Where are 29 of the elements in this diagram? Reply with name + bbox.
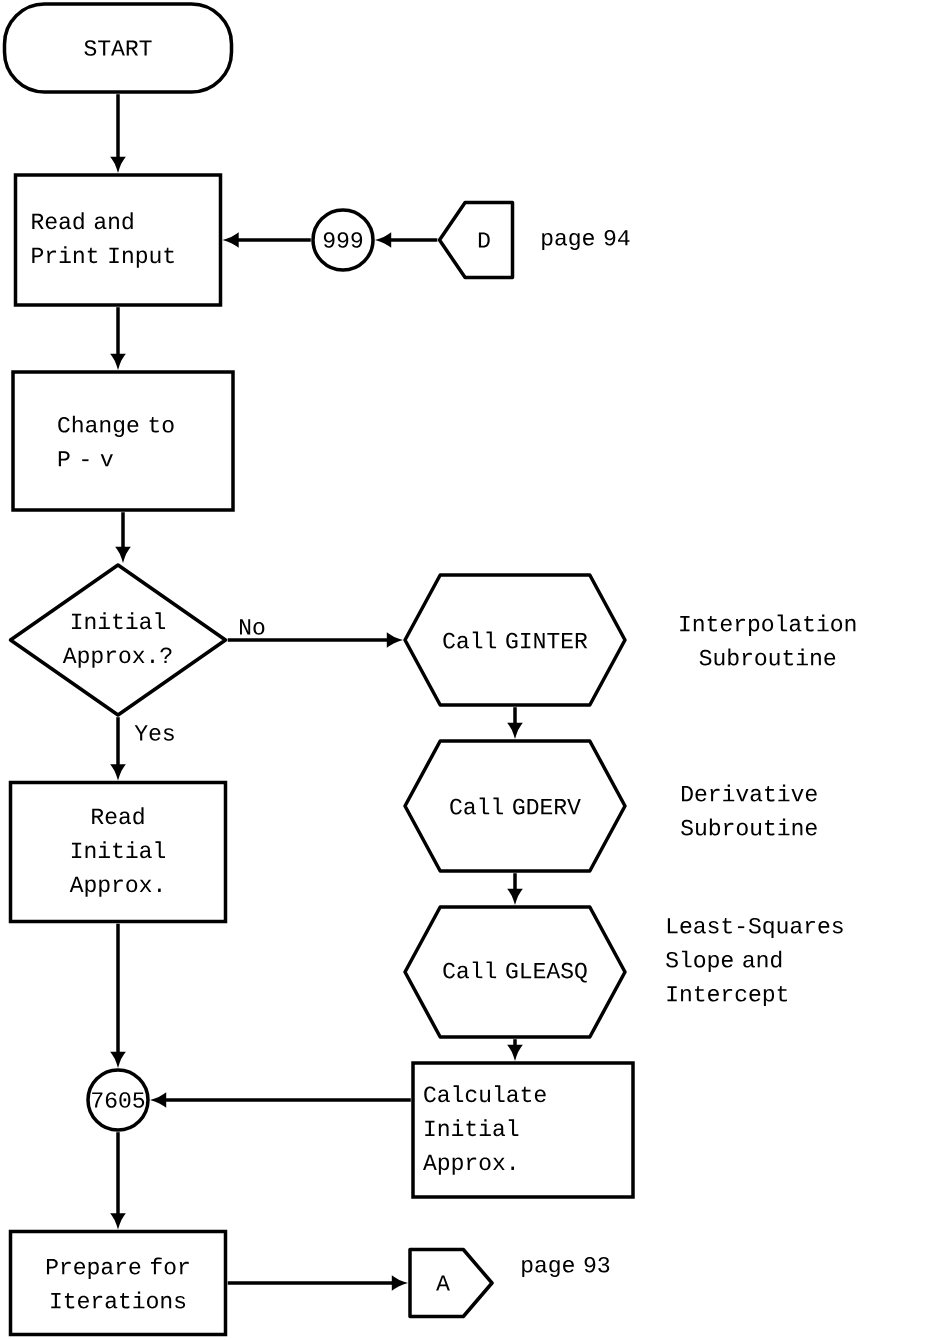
arrow: [111, 94, 125, 170]
off-page-connector: D: [437, 200, 515, 280]
arrow: [153, 1093, 411, 1107]
subroutine-hexagon: Call GDERV: [403, 739, 627, 873]
subroutine-hexagon: Call GLEASQ: [403, 905, 627, 1039]
process-box: Read and Print Input: [13, 173, 223, 307]
process-box: Change to P - v: [11, 370, 235, 512]
edge-label: No: [240, 619, 265, 635]
side-note: Least-Squares Slope and Intercept: [666, 917, 843, 1007]
arrow: [111, 923, 125, 1065]
arrow: [227, 633, 400, 647]
side-note: Derivative Subroutine: [681, 784, 817, 836]
arrow: [508, 1039, 522, 1058]
off-page-connector: A: [408, 1247, 494, 1319]
arrow: [111, 307, 125, 367]
start-terminal: START: [2, 2, 234, 94]
edge-label: Yes: [134, 725, 174, 741]
process-box: Prepare for Iterations: [8, 1229, 228, 1337]
subroutine-hexagon: Call GINTER: [403, 573, 627, 707]
arrow: [227, 1276, 405, 1290]
side-note: page 93: [522, 1256, 610, 1278]
arrow: [378, 233, 438, 247]
side-note: Interpolation Subroutine: [680, 614, 856, 666]
process-box: Calculate Initial Approx.: [411, 1061, 635, 1199]
process-box: Read Initial Approx.: [8, 780, 228, 924]
arrow: [116, 512, 130, 560]
arrow: [508, 707, 522, 736]
side-note: page 94: [542, 229, 630, 251]
arrow: [508, 873, 522, 902]
